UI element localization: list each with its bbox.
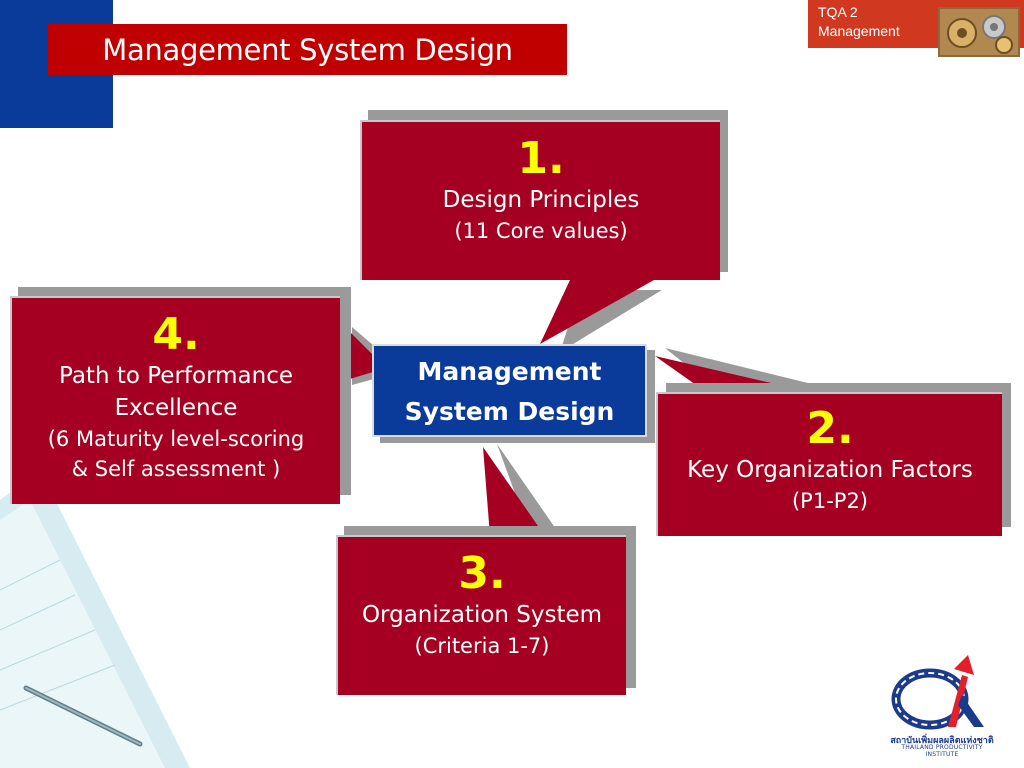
notepad-paper-top	[0, 500, 165, 768]
box-4-title-2: Excellence	[114, 395, 238, 421]
box-3-title: Organization System	[361, 602, 603, 628]
gears-image-icon	[938, 7, 1020, 57]
box-3-subtitle: (Criteria 1-7)	[414, 634, 550, 658]
box-2-number: 2.	[806, 403, 854, 454]
box-design-principles: 1. Design Principles (11 Core values)	[360, 120, 720, 280]
box-1-number: 1.	[517, 133, 565, 184]
box-4-title: Path to Performance	[59, 363, 293, 389]
connector-3	[483, 447, 545, 536]
connector-1	[540, 280, 654, 344]
box-4-number: 4.	[152, 309, 200, 360]
corner-line-1: TQA 2	[818, 4, 858, 20]
slide-title: Management System Design	[48, 24, 567, 75]
center-line-2: System Design	[404, 397, 615, 426]
corner-line-2: Management	[818, 23, 900, 39]
box-2-title: Key Organization Factors	[687, 457, 973, 483]
box-4-subtitle: (6 Maturity level-scoring	[47, 427, 305, 451]
box-2-subtitle: (P1-P2)	[791, 489, 868, 513]
box-1-subtitle: (11 Core values)	[454, 219, 628, 243]
corner-text: TQA 2 Management	[818, 3, 900, 41]
box-4-subtitle-2: & Self assessment )	[71, 457, 281, 481]
box-path-to-performance: 4. Path to Performance Excellence (6 Mat…	[10, 296, 340, 504]
center-management-system-design: Management System Design	[372, 344, 647, 437]
box-organization-system: 3. Organization System (Criteria 1-7)	[336, 535, 626, 695]
center-line-1: Management	[417, 357, 602, 386]
box-3-number: 3.	[458, 548, 506, 599]
box-key-organization-factors: 2. Key Organization Factors (P1-P2)	[656, 392, 1002, 536]
logo-english-text: THAILAND PRODUCTIVITY INSTITUTE	[901, 744, 983, 758]
box-1-title: Design Principles	[442, 187, 640, 213]
logo-thai-text: สถาบันเพิ่มผลผลิตแห่งชาติ	[890, 736, 994, 746]
tpi-logo-icon	[891, 655, 984, 730]
